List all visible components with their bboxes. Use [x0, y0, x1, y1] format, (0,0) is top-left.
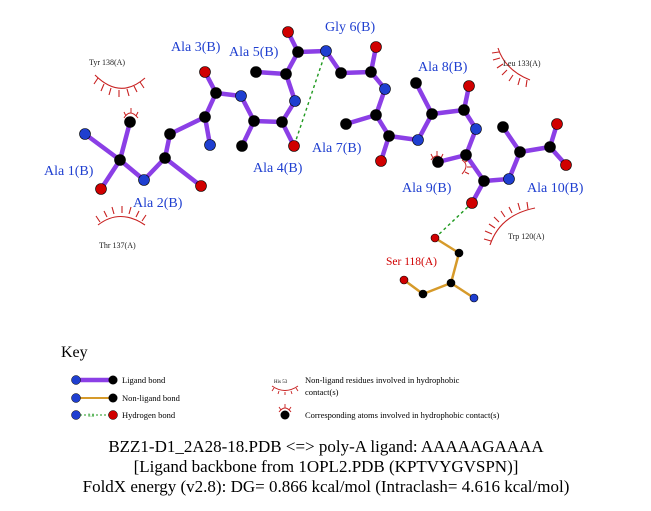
hydrophobic-arc-trp120 — [483, 201, 536, 246]
ser118-atoms — [399, 233, 479, 303]
residue-label-ala3: Ala 3(B) — [171, 40, 221, 55]
key-nonligand-bond-label: Non-ligand bond — [122, 393, 181, 403]
residue-label-ala2: Ala 2(B) — [133, 196, 183, 211]
hydrophobic-arc-tyr138 — [93, 74, 146, 97]
footer-line-1: BZZ1-D1_2A28-18.PDB <=> poly-A ligand: A… — [108, 437, 544, 456]
ligand-bonds — [82, 29, 569, 206]
residue-label-trp120: Trp 120(A) — [508, 232, 545, 241]
ligand-atoms — [79, 26, 572, 209]
key-hydrophobic-residue-label-1: Non-ligand residues involved in hydropho… — [305, 375, 460, 385]
footer-line-3: FoldX energy (v2.8): DG= 0.866 kcal/mol … — [83, 477, 570, 496]
key-ligand-atom-c — [108, 375, 118, 385]
residue-label-ala7: Ala 7(B) — [312, 141, 362, 156]
residue-label-tyr138: Tyr 138(A) — [89, 58, 125, 67]
key-title: Key — [61, 344, 88, 361]
key-hbond-label: Hydrogen bond — [122, 410, 176, 420]
key-nonligand-atom-c — [108, 393, 118, 403]
key-hbond-atom-o — [108, 410, 118, 420]
key-panel: Key Ligand bond Non-ligand bond 3.0 Hydr… — [61, 344, 499, 420]
residue-label-ala8: Ala 8(B) — [418, 60, 468, 75]
hydrophobic-residue-labels: Tyr 138(A) Leu 133(A) Thr 137(A) Trp 120… — [89, 58, 545, 250]
hydrogen-bonds — [293, 50, 473, 239]
key-hbond-atom-n — [71, 410, 81, 420]
key-ligand-atom-n — [71, 375, 81, 385]
residue-label-ala9: Ala 9(B) — [402, 181, 452, 196]
hydrophobic-arc-thr137 — [95, 206, 147, 226]
residue-label-ala1: Ala 1(B) — [44, 164, 94, 179]
footer-line-2: [Ligand backbone from 1OPL2.PDB (KPTVYGV… — [134, 457, 519, 476]
residue-label-ala5: Ala 5(B) — [229, 45, 279, 60]
residue-label-gly6: Gly 6(B) — [325, 20, 376, 35]
key-hydrophobic-atom-icon — [278, 404, 292, 420]
footer: BZZ1-D1_2A28-18.PDB <=> poly-A ligand: A… — [83, 437, 570, 496]
ligand-residue-labels: Ala 1(B) Ala 2(B) Ala 3(B) Ala 4(B) Ala … — [44, 20, 584, 211]
key-example-residue: His 53 — [274, 380, 288, 385]
hydrophobic-arc-leu133 — [491, 47, 531, 88]
residue-label-ala4: Ala 4(B) — [253, 161, 303, 176]
key-ligand-bond-label: Ligand bond — [122, 375, 166, 385]
nonligand-bonds — [402, 236, 476, 300]
key-hydrophobic-atom-label: Corresponding atoms involved in hydropho… — [305, 410, 499, 420]
residue-label-leu133: Leu 133(A) — [503, 59, 541, 68]
key-hydrophobic-residue-label-2: contact(s) — [305, 387, 339, 397]
residue-label-thr137: Thr 137(A) — [99, 241, 136, 250]
residue-label-ser118: Ser 118(A) — [386, 256, 437, 268]
residue-label-ala10: Ala 10(B) — [527, 181, 584, 196]
hydrophobic-atom-marker-1 — [123, 108, 139, 119]
key-hbond-length: 3.0 — [88, 414, 95, 419]
key-hydrophobic-residue-icon — [271, 385, 299, 395]
key-nonligand-atom-n — [71, 393, 81, 403]
